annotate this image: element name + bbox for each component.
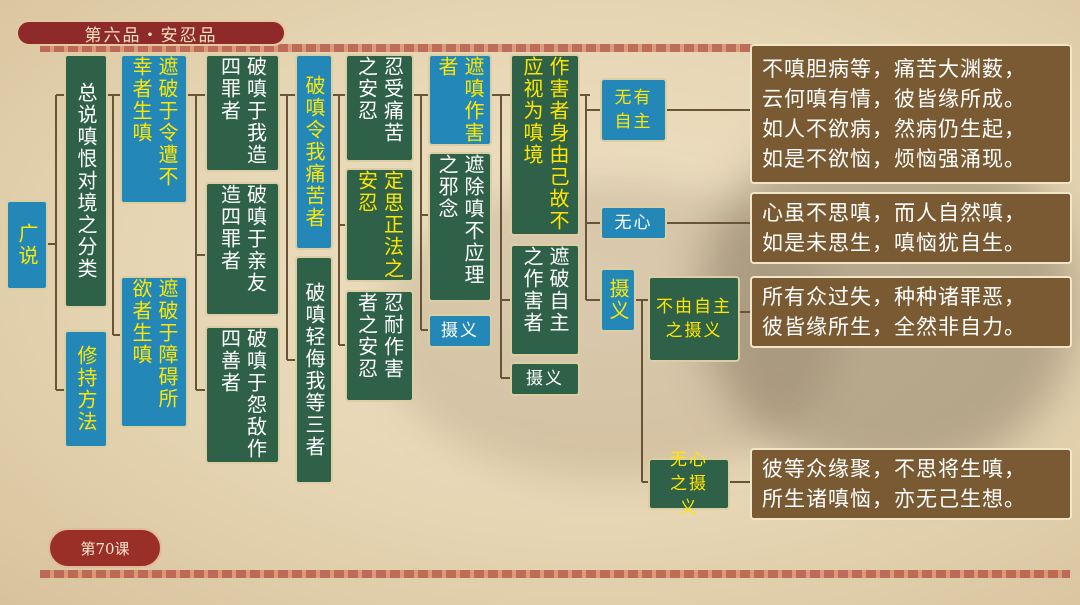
node-block-unwanted-label: 遮破于令遭不幸者生嗔 (129, 56, 179, 188)
node-practice: 修持方法 (64, 330, 108, 448)
node-no-mind-label: 无心 (614, 213, 653, 233)
node-refute-pain: 破嗔令我痛苦者 (295, 54, 333, 250)
node-summary-1-label: 摄义 (441, 321, 479, 341)
node-refute-me: 破嗔于我造四罪者 (205, 54, 280, 172)
chapter-title-banner: 第六品・安忍品 (16, 20, 286, 46)
node-refute-friends: 破嗔于亲友造四罪者 (205, 182, 280, 316)
node-no-self-control: 无有自主 (600, 78, 667, 142)
verse-box-4: 彼等众缘聚，不思将生嗔， 所生诸嗔恼，亦无己生想。 (750, 448, 1072, 520)
node-summary-no-mind: 无心之摄义 (648, 450, 730, 518)
node-refute-self: 遮破自主之作害者 (510, 244, 580, 356)
node-stop-anger-harmer: 遮嗔作害者 (428, 54, 492, 146)
node-endure-harmers: 忍耐作害者之安忍 (345, 290, 414, 402)
node-summary-not-self: 不由自主之摄义 (648, 276, 740, 362)
node-root: 广说 (6, 200, 48, 290)
verse-box-2: 心虽不思嗔，而人自然嗔， 如是未思生，嗔恼犹自生。 (750, 192, 1072, 264)
node-block-unwanted: 遮破于令遭不幸者生嗔 (120, 54, 188, 204)
node-root-label: 广说 (15, 223, 39, 267)
chapter-title: 第六品・安忍品 (84, 25, 218, 46)
node-endure-suffering: 忍受痛苦之安忍 (345, 54, 414, 162)
node-remove-wrong-view: 遮除嗔不应理之邪念 (428, 152, 492, 302)
node-general: 总说嗔恨对境之分类 (64, 54, 108, 308)
node-no-self-control-label: 无有自主 (614, 88, 653, 132)
lesson-badge: 第70课 (48, 528, 162, 568)
node-summary-2: 摄义 (510, 362, 580, 396)
verse-box-3: 所有众过失，种种诸罪恶， 彼皆缘所生，全然非自力。 (750, 276, 1072, 348)
node-refute-enemies: 破嗔于怨敌作四善者 (205, 326, 280, 464)
node-stop-anger-harmer-label: 遮嗔作害者 (435, 56, 485, 144)
verse-3-text: 所有众过失，种种诸罪恶， 彼皆缘所生，全然非自力。 (762, 285, 1026, 339)
node-not-independent-label: 作害者身由己故不应视为嗔境 (520, 56, 570, 232)
bottom-ornament-band (40, 570, 1070, 578)
lesson-label: 第70课 (80, 539, 130, 558)
node-refute-three: 破嗔轻侮我等三者 (295, 256, 333, 484)
node-endure-harmers-label: 忍耐作害者之安忍 (354, 292, 405, 380)
verse-2-text: 心虽不思嗔，而人自然嗔， 如是未思生，嗔恼犹自生。 (762, 201, 1026, 255)
node-refute-pain-label: 破嗔令我痛苦者 (302, 75, 326, 229)
node-remove-wrong-view-label: 遮除嗔不应理之邪念 (435, 154, 485, 286)
node-block-obstructors-label: 遮破于障碍所欲者生嗔 (129, 278, 179, 410)
node-summary-2-label: 摄义 (526, 369, 564, 389)
top-ornament-band (40, 44, 1070, 52)
node-summary-1: 摄义 (428, 314, 492, 348)
node-not-independent: 作害者身由己故不应视为嗔境 (510, 54, 580, 236)
node-certain-dharma-label: 定思正法之安忍 (354, 170, 405, 280)
node-practice-label: 修持方法 (74, 345, 98, 433)
node-no-mind: 无心 (600, 206, 667, 240)
node-summary-3-label: 摄义 (606, 278, 630, 322)
node-refute-enemies-label: 破嗔于怨敌作四善者 (217, 328, 268, 460)
node-general-label: 总说嗔恨对境之分类 (74, 82, 98, 280)
node-certain-dharma: 定思正法之安忍 (345, 168, 414, 282)
verse-4-text: 彼等众缘聚，不思将生嗔， 所生诸嗔恼，亦无己生想。 (762, 457, 1026, 511)
node-refute-self-label: 遮破自主之作害者 (520, 246, 570, 334)
node-refute-friends-label: 破嗔于亲友造四罪者 (217, 184, 268, 294)
node-block-obstructors: 遮破于障碍所欲者生嗔 (120, 276, 188, 428)
verse-1-text: 不嗔胆病等，痛苦大渊薮， 云何嗔有情，彼皆缘所成。 如人不欲病，然病仍生起， 如… (762, 57, 1026, 171)
node-endure-suffering-label: 忍受痛苦之安忍 (354, 56, 405, 144)
node-refute-me-label: 破嗔于我造四罪者 (217, 56, 268, 166)
node-summary-no-mind-label: 无心之摄义 (670, 450, 708, 518)
verse-box-1: 不嗔胆病等，痛苦大渊薮， 云何嗔有情，彼皆缘所成。 如人不欲病，然病仍生起， 如… (750, 44, 1072, 184)
node-summary-3: 摄义 (600, 268, 636, 332)
node-refute-three-label: 破嗔轻侮我等三者 (302, 282, 326, 458)
node-summary-not-self-label: 不由自主之摄义 (656, 297, 732, 341)
